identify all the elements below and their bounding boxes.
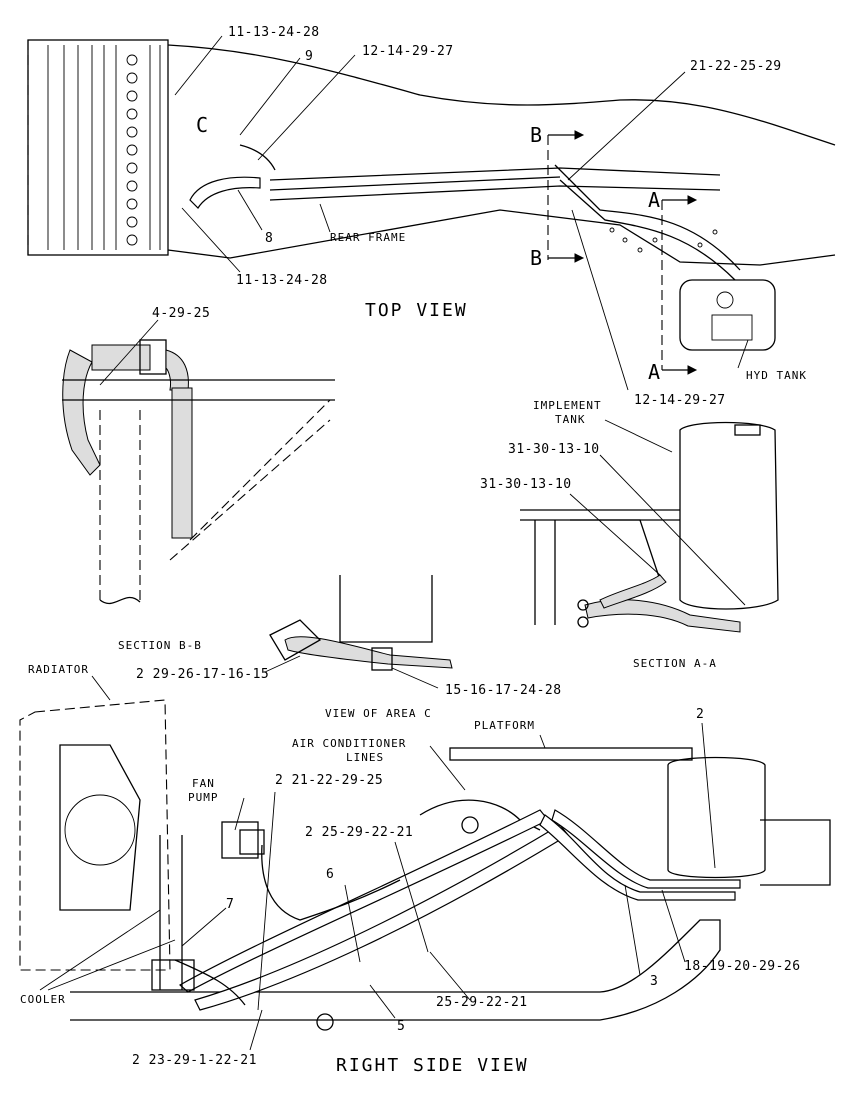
callout-12-14-29-27-top: 12-14-29-27 — [362, 44, 454, 59]
callout-2-tank: 2 — [696, 707, 705, 722]
fan-pump-label-line1: FAN — [192, 777, 215, 790]
top-view-title: TOP VIEW — [365, 300, 468, 321]
implement-tank-label-line2: TANK — [555, 413, 586, 426]
callout-31-30-13-10-lower: 31-30-13-10 — [480, 477, 572, 492]
top-view-drawing — [27, 35, 836, 391]
callout-31-30-13-10-upper: 31-30-13-10 — [508, 442, 600, 457]
section-bb-title: SECTION B-B — [118, 639, 202, 652]
callout-2-25-29-22-21: 2 25-29-22-21 — [305, 825, 414, 840]
implement-tank-label-line1: IMPLEMENT — [533, 399, 602, 412]
hyd-tank-label: HYD TANK — [746, 369, 807, 382]
callout-12-14-29-27-right: 12-14-29-27 — [634, 393, 726, 408]
section-aa-title: SECTION A-A — [633, 657, 717, 670]
callout-11-13-24-28-top: 11-13-24-28 — [228, 25, 320, 40]
section-marker-a-top: A — [648, 188, 661, 212]
section-bb-drawing — [62, 319, 335, 605]
callout-3: 3 — [650, 974, 659, 989]
section-marker-b-top: B — [530, 123, 543, 147]
area-marker-c: C — [196, 113, 209, 137]
callout-15-16-17-24-28: 15-16-17-24-28 — [445, 683, 562, 698]
right-side-view-title: RIGHT SIDE VIEW — [336, 1055, 529, 1076]
radiator-label: RADIATOR — [28, 663, 89, 676]
section-marker-a-bottom: A — [648, 360, 661, 384]
rear-frame-label: REAR FRAME — [330, 231, 407, 244]
view-area-c-title: VIEW OF AREA C — [325, 707, 432, 720]
section-marker-b-bottom: B — [530, 246, 543, 270]
callout-7: 7 — [226, 897, 235, 912]
platform-label: PLATFORM — [474, 719, 535, 732]
callout-2-21-22-29-25: 2 21-22-29-25 — [275, 773, 384, 788]
air-conditioner-label-line1: AIR CONDITIONER — [292, 737, 407, 750]
callout-2-23-29-1-22-21: 2 23-29-1-22-21 — [132, 1053, 257, 1068]
callout-9: 9 — [305, 49, 314, 64]
callout-6: 6 — [326, 867, 335, 882]
callout-4-29-25: 4-29-25 — [152, 306, 211, 321]
callout-8: 8 — [265, 231, 274, 246]
section-aa-drawing — [520, 419, 779, 633]
air-conditioner-label-line2: LINES — [346, 751, 385, 764]
callout-5: 5 — [397, 1019, 406, 1034]
callout-2-29-26-17-16-15: 2 29-26-17-16-15 — [136, 667, 270, 682]
fan-pump-label-line2: PUMP — [188, 791, 219, 804]
callout-18-19-20-29-26: 18-19-20-29-26 — [684, 959, 801, 974]
cooler-label: COOLER — [20, 993, 66, 1006]
view-area-c-drawing — [264, 575, 453, 689]
right-side-view-drawing — [19, 675, 831, 1051]
callout-25-29-22-21: 25-29-22-21 — [436, 995, 528, 1010]
callout-21-22-25-29: 21-22-25-29 — [690, 59, 782, 74]
callout-11-13-24-28-bottom: 11-13-24-28 — [236, 273, 328, 288]
